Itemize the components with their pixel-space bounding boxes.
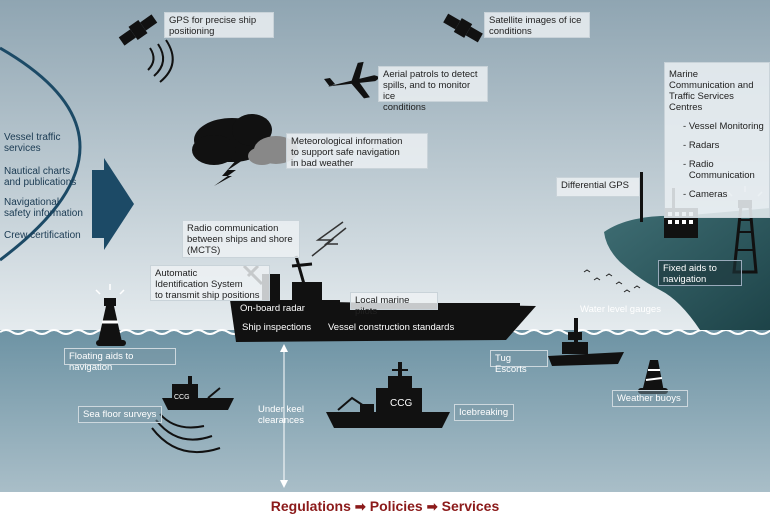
mcts-centres-box: Marine Communication and Traffic Service… bbox=[664, 62, 770, 218]
mcts-title: Marine Communication and Traffic Service… bbox=[669, 69, 754, 113]
mcts-item-cameras: - Cameras bbox=[683, 189, 728, 200]
ice-satellite-icon bbox=[443, 13, 483, 43]
footer-regulations: Regulations bbox=[270, 498, 351, 514]
left-item-vessel-traffic: Vessel traffic services bbox=[4, 132, 61, 154]
footer-services: Services bbox=[441, 498, 500, 514]
footer-flow: Regulations➡Policies➡Services bbox=[0, 492, 770, 521]
left-item-crew-certification: Crew certification bbox=[4, 230, 81, 241]
label-satellite-ice: Satellite images of ice conditions bbox=[484, 12, 590, 38]
tug-boat-icon bbox=[548, 318, 624, 366]
mcts-item-vessel-monitoring: - Vessel Monitoring bbox=[683, 121, 764, 132]
left-item-nautical-charts: Nautical charts and publications bbox=[4, 166, 77, 188]
label-local-pilots: Local marine pilots bbox=[350, 292, 438, 317]
footer-arrow-2: ➡ bbox=[426, 499, 438, 514]
label-icebreaking: Icebreaking bbox=[454, 404, 514, 421]
label-onboard-radar: On-board radar bbox=[240, 303, 305, 314]
mcts-item-radars: - Radars bbox=[683, 140, 720, 151]
under-keel-arrow bbox=[280, 344, 288, 488]
label-ccg-survey: CCG bbox=[174, 394, 190, 401]
label-vessel-construction: Vessel construction standards bbox=[328, 322, 455, 333]
label-floating-aids: Floating aids to navigation bbox=[64, 348, 176, 373]
label-ship-inspections: Ship inspections bbox=[242, 322, 312, 333]
label-water-level-gauges: Water level gauges bbox=[580, 304, 661, 315]
floating-buoy-icon bbox=[95, 284, 126, 346]
radio-signal-icon bbox=[311, 221, 344, 257]
birds bbox=[583, 269, 641, 293]
storm-cloud-icon bbox=[192, 114, 298, 186]
footer-arrow-1: ➡ bbox=[354, 499, 366, 514]
dgps-antenna bbox=[640, 172, 643, 222]
sonar-waves bbox=[151, 413, 221, 454]
label-weather-buoys: Weather buoys bbox=[612, 390, 688, 407]
left-item-navigational-safety: Navigational safety information bbox=[4, 197, 83, 219]
survey-ship-icon bbox=[162, 376, 234, 410]
label-ais: Automatic Identification System to trans… bbox=[150, 265, 270, 301]
label-gps-precise: GPS for precise ship positioning bbox=[164, 12, 274, 38]
label-differential-gps: Differential GPS bbox=[556, 177, 640, 197]
label-meteorological: Meteorological information to support sa… bbox=[286, 133, 428, 169]
label-under-keel: Under keel clearances bbox=[258, 404, 304, 426]
label-radio-communication: Radio communication between ships and sh… bbox=[182, 220, 300, 258]
footer-policies: Policies bbox=[369, 498, 423, 514]
label-ccg-icebreaker: CCG bbox=[390, 398, 413, 409]
gps-signal-waves bbox=[147, 39, 174, 83]
label-sea-floor-surveys: Sea floor surveys bbox=[78, 406, 162, 423]
left-arrow bbox=[92, 158, 134, 250]
patrol-plane-icon bbox=[324, 61, 379, 99]
left-arc bbox=[0, 46, 82, 262]
mcts-item-radio-communication: - Radio Communication bbox=[683, 159, 755, 181]
label-fixed-aids: Fixed aids to navigation bbox=[658, 260, 742, 286]
label-tug-escorts: Tug Escorts bbox=[490, 350, 548, 375]
icebreaker-icon bbox=[326, 362, 450, 428]
label-aerial-patrols: Aerial patrols to detect spills, and to … bbox=[378, 66, 488, 113]
gps-satellite-icon bbox=[118, 14, 158, 46]
